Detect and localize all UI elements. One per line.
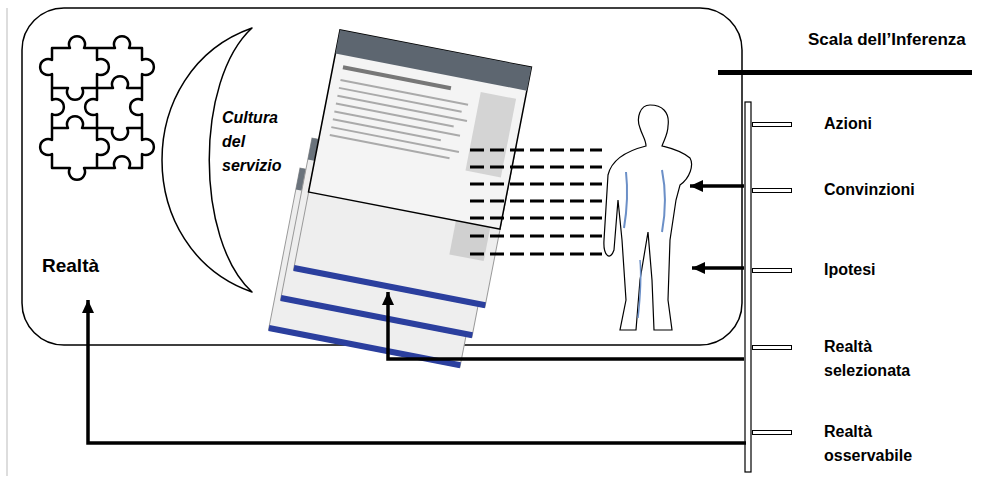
ladder-step-label: Realtà osservabile: [824, 420, 936, 468]
ladder-rung-bar: [752, 188, 792, 193]
title-rule: [718, 70, 972, 75]
leader-arrow: [692, 266, 744, 270]
ladder-step-label: Realtà selezionata: [824, 335, 936, 383]
ladder-rung: Convinzioni: [746, 178, 976, 202]
reality-puzzle: Realtà: [38, 36, 162, 300]
ladder-rung: Ipotesi: [746, 258, 976, 282]
ladder-step-label: Ipotesi: [824, 258, 936, 282]
ladder-rung: Realtà selezionata: [746, 335, 976, 383]
ladder-step-label: Azioni: [824, 112, 936, 136]
ladder-step-label: Convinzioni: [824, 178, 936, 202]
context-frame: [22, 8, 742, 345]
frame-line: [7, 8, 8, 476]
ladder-rung: Realtà osservabile: [746, 420, 976, 468]
leader-arrow: [388, 292, 744, 359]
leader-arrow: [690, 184, 744, 188]
web-pages: [268, 30, 531, 368]
ladder-title: Scala dell’Inferenza: [808, 30, 966, 50]
ladder-arrow: [88, 300, 746, 443]
ladder-rung: Azioni: [746, 112, 976, 136]
person-silhouette: [604, 105, 692, 330]
ladder-rung-bar: [752, 268, 792, 273]
service-culture-shape: Cultura del servizio: [155, 26, 295, 296]
node-label: Cultura del servizio: [222, 106, 298, 178]
node-label: Realtà: [42, 254, 152, 278]
ladder-rail: [745, 102, 751, 472]
ladder-rung-bar: [752, 430, 792, 435]
ladder-rung-bar: [752, 122, 792, 127]
ladder-rung-bar: [752, 345, 792, 350]
dashed-view-lines: [470, 150, 602, 254]
